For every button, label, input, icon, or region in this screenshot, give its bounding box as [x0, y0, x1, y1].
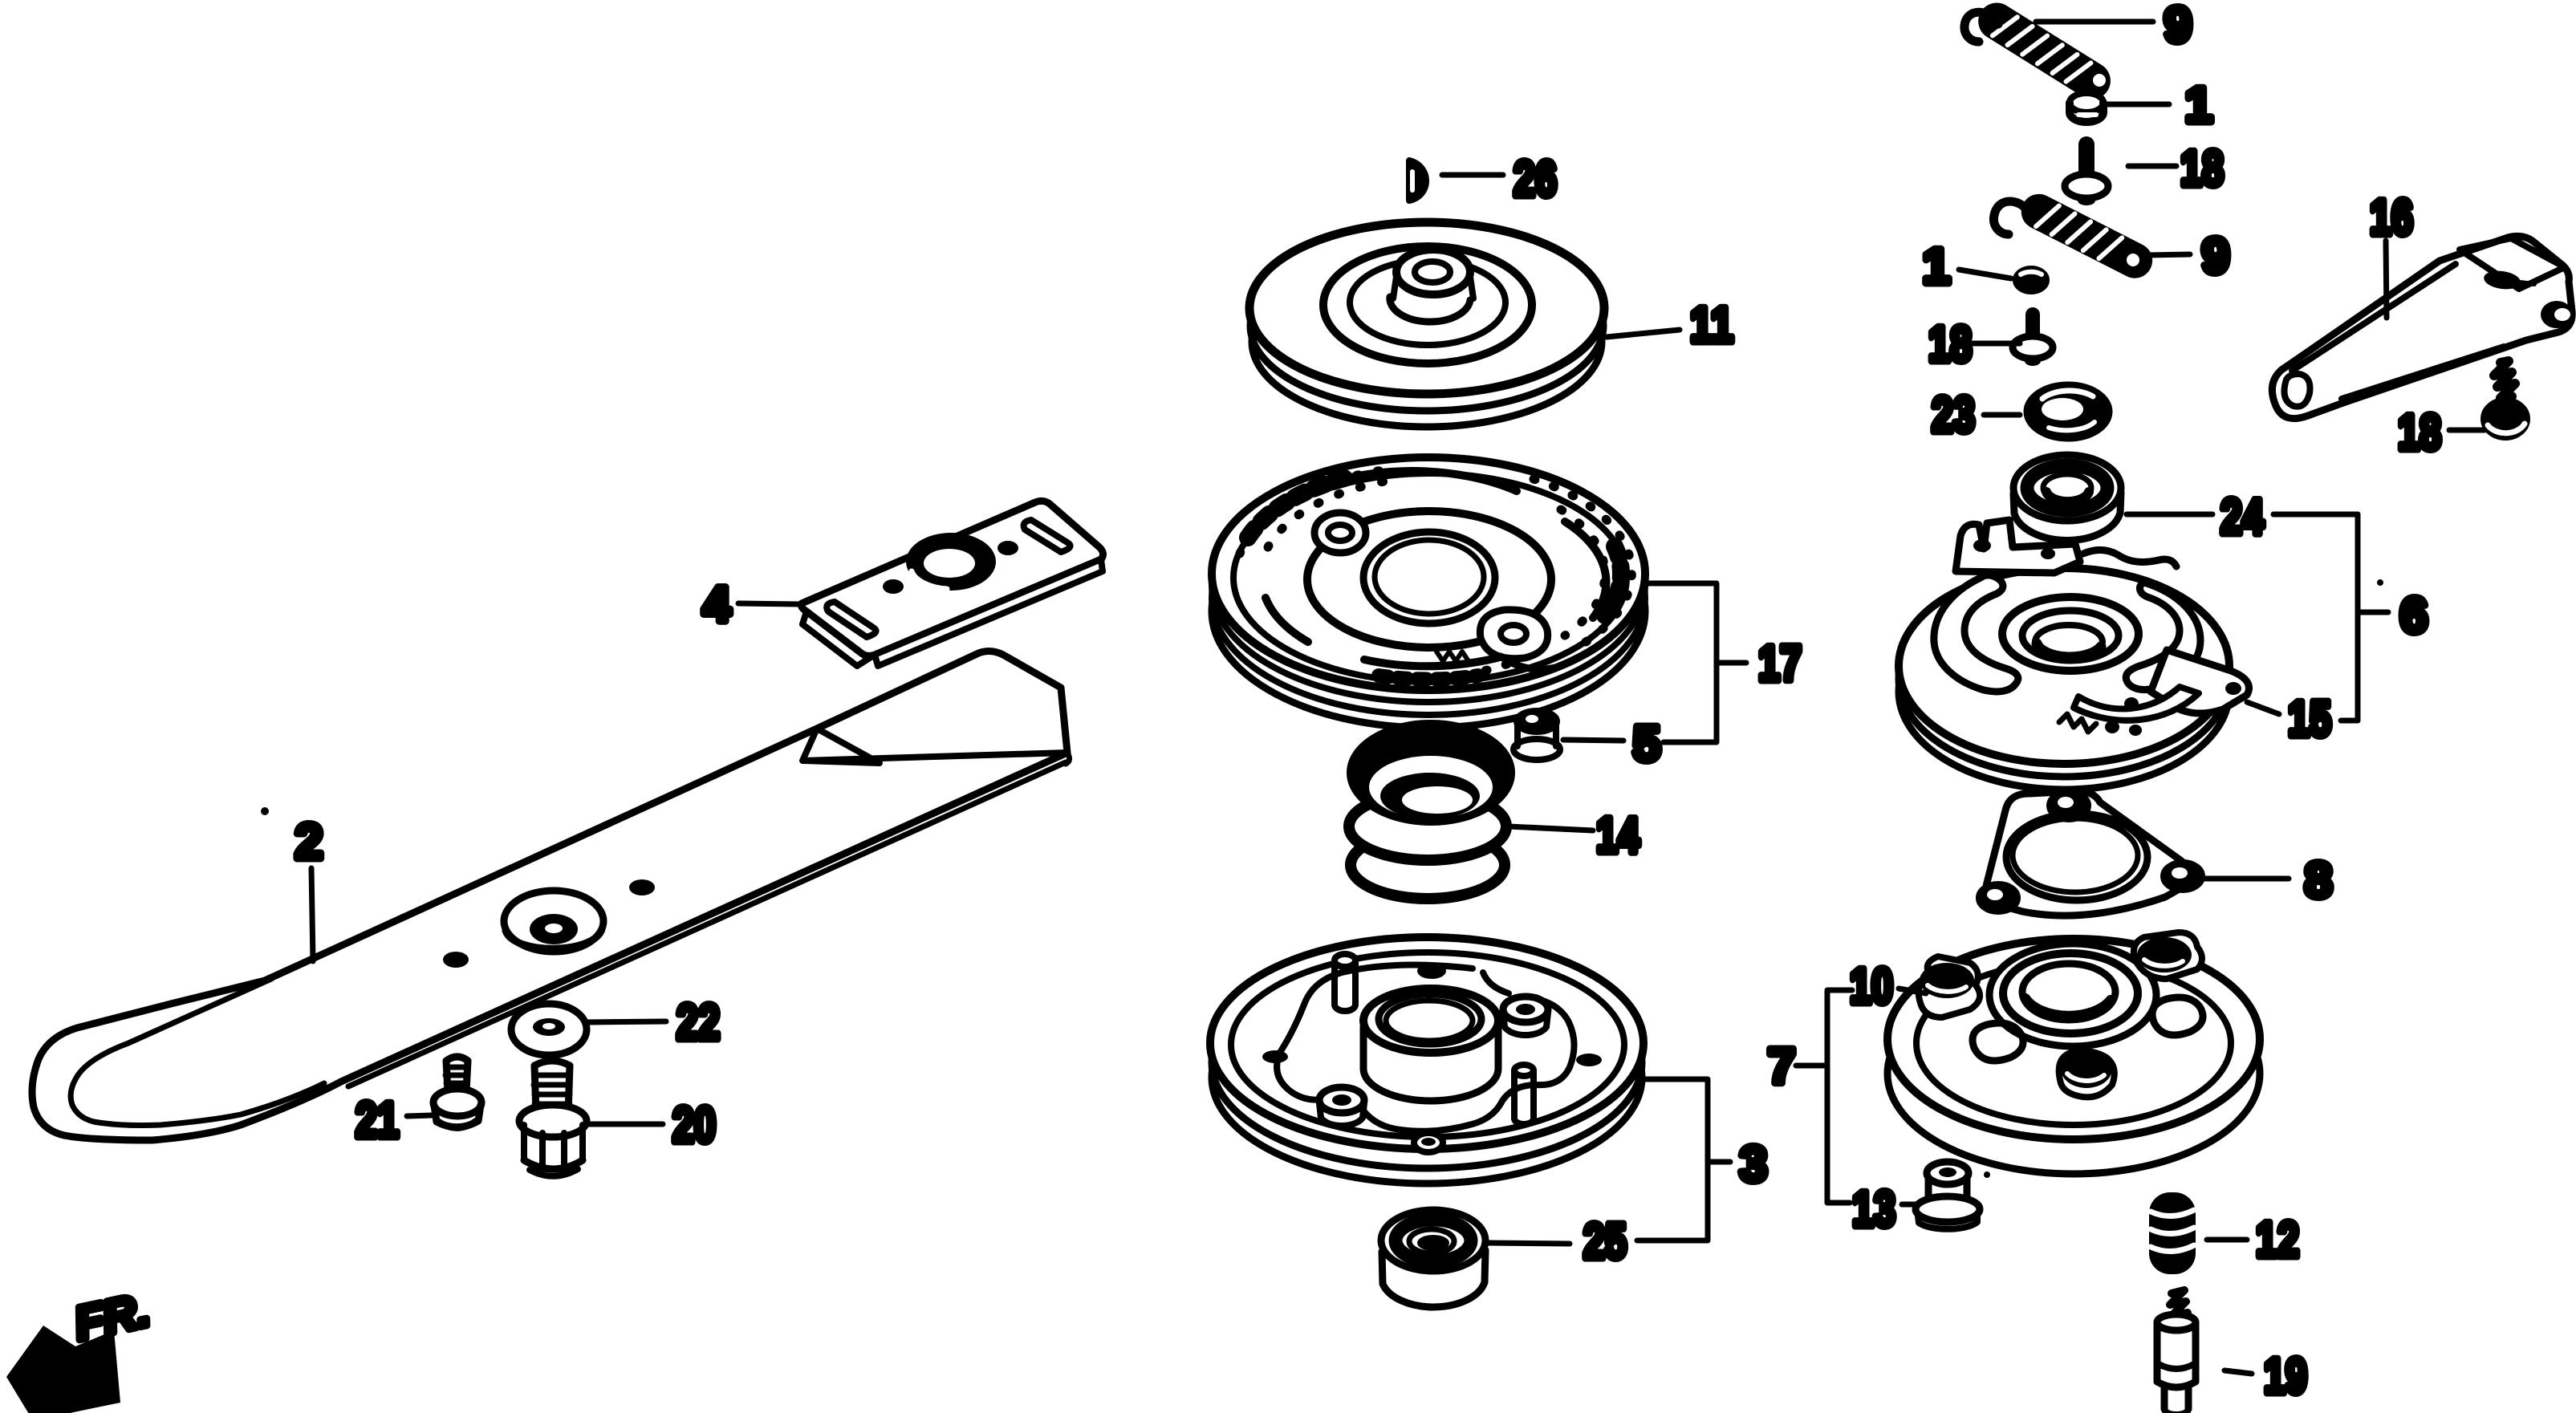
svg-text:18: 18: [2398, 405, 2441, 461]
svg-text:7: 7: [1768, 1039, 1795, 1094]
svg-text:12: 12: [2256, 1212, 2299, 1268]
svg-text:8: 8: [2305, 853, 2332, 908]
svg-text:25: 25: [1583, 1214, 1627, 1269]
svg-text:19: 19: [2264, 1349, 2307, 1404]
svg-text:23: 23: [1932, 388, 1975, 443]
svg-text:21: 21: [356, 1093, 399, 1148]
svg-text:6: 6: [2400, 588, 2428, 644]
svg-text:24: 24: [2220, 489, 2264, 545]
svg-text:1: 1: [1923, 239, 1950, 294]
svg-text:3: 3: [1740, 1137, 1767, 1192]
svg-text:2: 2: [295, 814, 323, 870]
svg-text:26: 26: [1514, 152, 1557, 207]
svg-text:9: 9: [2202, 229, 2229, 284]
svg-text:10: 10: [1850, 959, 1893, 1014]
svg-text:20: 20: [672, 1098, 716, 1153]
svg-text:18: 18: [2180, 141, 2224, 197]
svg-text:11: 11: [1690, 298, 1733, 353]
svg-text:16: 16: [2370, 190, 2413, 246]
svg-text:14: 14: [1596, 808, 1639, 863]
svg-text:FR.: FR.: [70, 1284, 154, 1350]
svg-text:18: 18: [1928, 317, 1972, 372]
svg-text:15: 15: [2288, 692, 2331, 747]
svg-text:17: 17: [1758, 636, 1802, 692]
svg-text:4: 4: [703, 577, 731, 632]
svg-text:22: 22: [677, 995, 720, 1050]
svg-text:9: 9: [2164, 0, 2192, 53]
svg-text:1: 1: [2185, 78, 2212, 133]
svg-text:5: 5: [1633, 717, 1660, 772]
svg-text:13: 13: [1852, 1182, 1895, 1237]
